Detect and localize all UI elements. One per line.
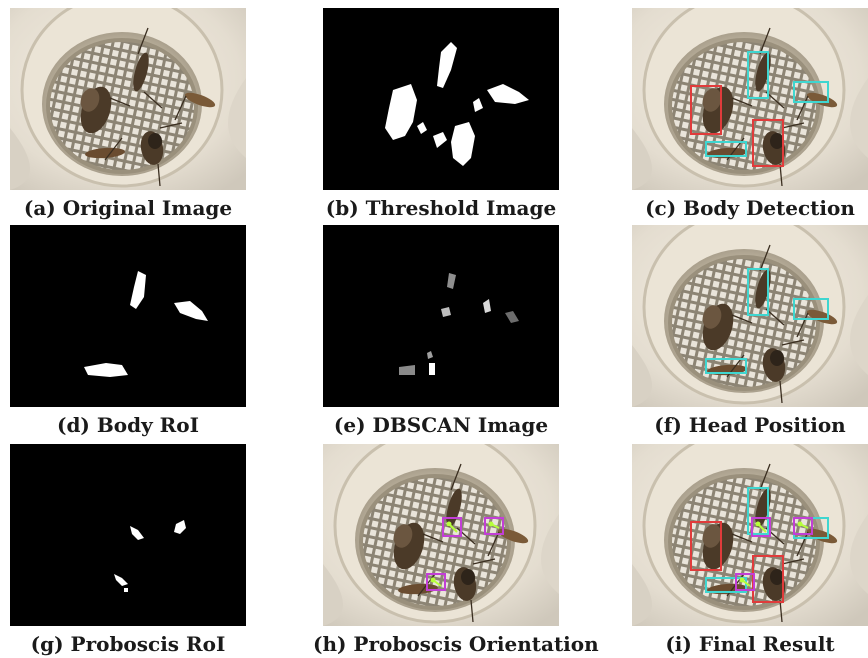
caption-original-image: (a) Original Image xyxy=(0,196,256,220)
panel-dbscan-image: (e) DBSCAN Image xyxy=(323,225,559,437)
panel-threshold-image: (b) Threshold Image xyxy=(323,8,559,220)
panel-original-image: (a) Original Image xyxy=(10,8,246,220)
original-image xyxy=(10,8,246,190)
panel-proboscis-orientation: (h) Proboscis Orientation xyxy=(323,444,559,656)
caption-proboscis-orientation: (h) Proboscis Orientation xyxy=(313,632,569,656)
panel-body-detection: (c) Body Detection xyxy=(632,8,868,220)
panel-proboscis-roi: (g) Proboscis RoI xyxy=(10,444,246,656)
panel-body-roi: (d) Body RoI xyxy=(10,225,246,437)
proboscis-roi-image xyxy=(10,444,246,626)
threshold-image xyxy=(323,8,559,190)
panel-final-result: (i) Final Result xyxy=(632,444,868,656)
final-result-image xyxy=(632,444,868,626)
dbscan-image xyxy=(323,225,559,407)
caption-body-roi: (d) Body RoI xyxy=(0,413,256,437)
proboscis-orientation-image xyxy=(323,444,559,626)
caption-dbscan-image: (e) DBSCAN Image xyxy=(313,413,569,437)
caption-proboscis-roi: (g) Proboscis RoI xyxy=(0,632,256,656)
caption-threshold-image: (b) Threshold Image xyxy=(313,196,569,220)
head-position-image xyxy=(632,225,868,407)
body-roi-image xyxy=(10,225,246,407)
caption-final-result: (i) Final Result xyxy=(622,632,868,656)
panel-head-position: (f) Head Position xyxy=(632,225,868,437)
caption-head-position: (f) Head Position xyxy=(622,413,868,437)
caption-body-detection: (c) Body Detection xyxy=(622,196,868,220)
body-detection-image xyxy=(632,8,868,190)
